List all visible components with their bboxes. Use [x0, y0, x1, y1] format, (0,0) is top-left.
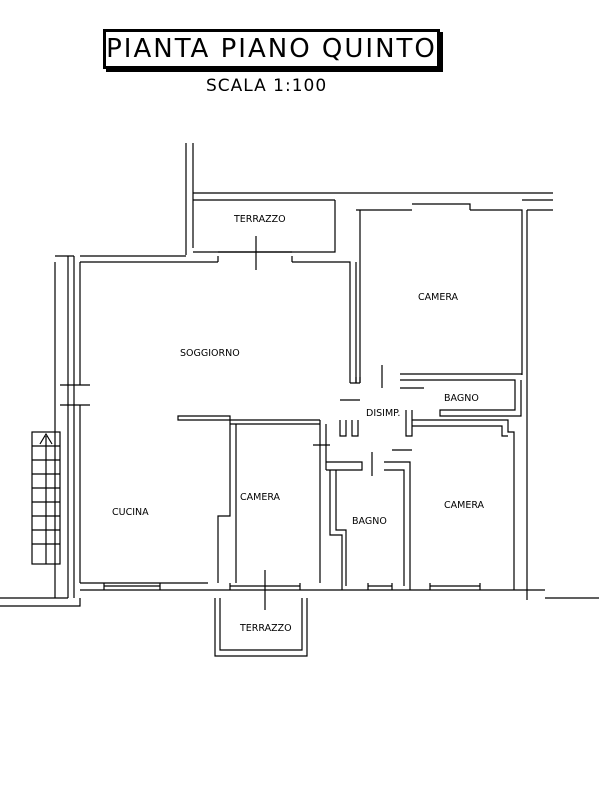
outer-walls: [0, 143, 599, 657]
room-label-camera-ne: CAMERA: [418, 292, 459, 303]
room-label-disimpegno: DISIMP.: [366, 408, 400, 419]
plan-title: PIANTA PIANO QUINTO: [103, 29, 440, 69]
room-label-camera-center: CAMERA: [240, 492, 281, 503]
room-label-bagno-east: BAGNO: [444, 393, 479, 404]
interior-walls: [177, 365, 522, 590]
staircase: [31, 431, 61, 565]
room-label-camera-se: CAMERA: [444, 500, 485, 511]
room-label-bagno-center: BAGNO: [352, 516, 387, 527]
scale-label: SCALA 1:100: [206, 76, 328, 96]
room-label-terrazzo-top: TERRAZZO: [233, 214, 286, 225]
room-label-cucina: CUCINA: [112, 507, 149, 518]
room-label-terrazzo-bottom: TERRAZZO: [239, 623, 292, 634]
room-label-soggiorno: SOGGIORNO: [180, 348, 240, 359]
